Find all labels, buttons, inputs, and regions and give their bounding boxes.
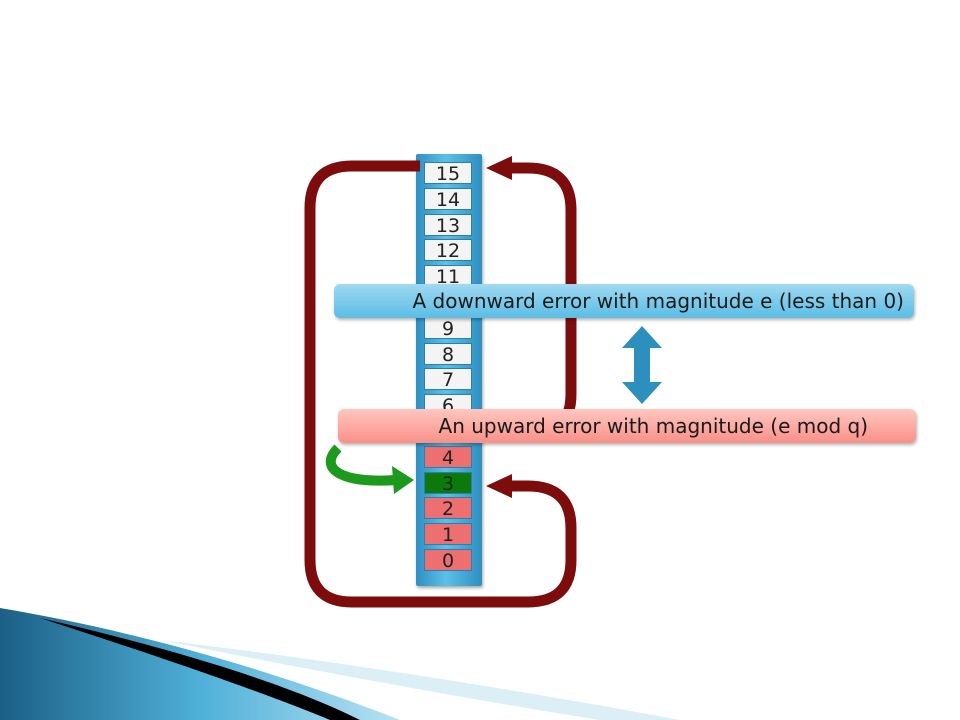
number-cell-9: 9 [424,316,472,340]
number-cell-1: 1 [424,523,472,546]
number-cell-12: 12 [424,239,472,262]
number-cell-14: 14 [424,187,472,211]
double-headed-arrow-icon [622,326,662,404]
number-cell-0: 0 [424,549,472,572]
number-cell-2: 2 [424,497,472,520]
downward-error-banner: A downward error with magnitude e (less … [334,284,914,318]
outer-loop-arrowhead-icon [486,474,512,498]
number-cell-11: 11 [424,265,472,288]
number-cell-13: 13 [424,213,472,237]
number-cell-15: 15 [424,162,472,185]
outer-loop-arrow-icon [304,160,577,608]
curved-green-arrow-icon [325,444,397,486]
number-cell-7: 7 [424,368,472,391]
inner-loop-arrowhead-icon [486,156,512,180]
number-cell-8: 8 [424,342,472,366]
number-cell-4: 4 [424,445,472,469]
number-cell-3: 3 [424,471,472,495]
upward-error-banner: An upward error with magnitude (e mod q) [338,409,916,443]
green-arrowhead-icon [392,466,414,494]
